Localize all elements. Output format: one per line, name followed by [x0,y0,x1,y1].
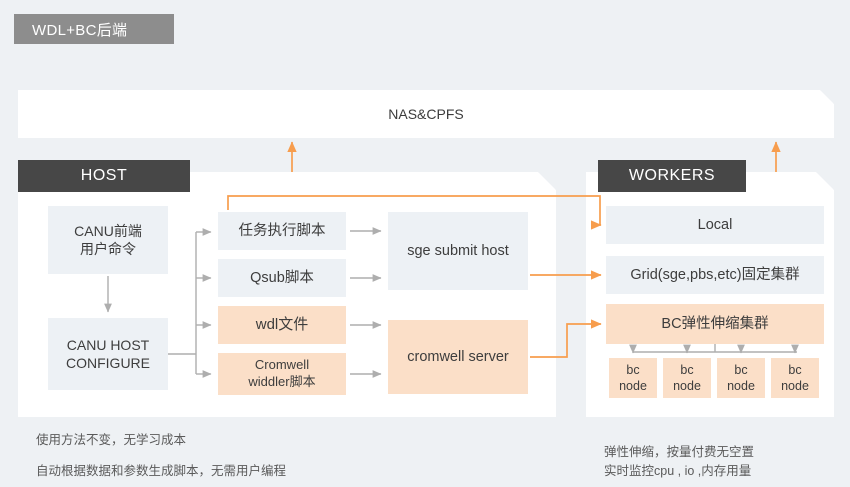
node-bc-node-line2: node [727,379,755,393]
title-banner: WDL+BC后端 [14,14,174,44]
node-cromwell-widdler-script-line2: widdler脚本 [248,374,316,389]
caption-right-line1: 弹性伸缩，按量付费无空置 [604,445,755,459]
node-bc-node[interactable]: bc node [663,358,711,398]
node-bc-node-line1: bc [734,362,748,377]
node-wdl-file[interactable]: wdl文件 [218,306,346,344]
node-canu-host-configure[interactable]: CANU HOST CONFIGURE [48,318,168,390]
caption-left-line2: 自动根据数据和参数生成脚本，无需用户编程 [36,464,287,478]
workers-panel-tag-label: WORKERS [628,167,716,184]
node-bc-node-line1: bc [788,362,802,377]
node-sge-submit-host-label: sge submit host [407,242,509,259]
node-canu-frontend-line2: 用户命令 [79,241,136,257]
node-grid-fixed-cluster[interactable]: Grid(sge,pbs,etc)固定集群 [606,256,824,294]
node-cromwell-widdler-script[interactable]: Cromwell widdler脚本 [218,353,346,395]
node-sge-submit-host[interactable]: sge submit host [388,212,528,290]
title-banner-label: WDL+BC后端 [32,21,128,39]
storage-bar: NAS&CPFS [18,90,834,138]
node-task-execution-script[interactable]: 任务执行脚本 [218,212,346,250]
node-bc-node[interactable]: bc node [717,358,765,398]
caption-right-line2: 实时监控cpu , io ,内存用量 [604,464,752,478]
node-bc-node[interactable]: bc node [609,358,657,398]
node-qsub-script[interactable]: Qsub脚本 [218,259,346,297]
node-canu-frontend-line1: CANU前端 [74,222,142,239]
host-panel-tag-label: HOST [80,167,128,184]
node-bc-elastic-cluster-label: BC弹性伸缩集群 [661,315,769,332]
node-canu-frontend[interactable]: CANU前端 用户命令 [48,206,168,274]
node-cromwell-server[interactable]: cromwell server [388,320,528,394]
workers-panel-tag: WORKERS [598,160,746,192]
node-cromwell-server-label: cromwell server [407,348,509,365]
storage-bar-label: NAS&CPFS [388,106,464,122]
node-local-label: Local [697,216,733,233]
node-bc-node-line1: bc [626,362,640,377]
node-wdl-file-label: wdl文件 [255,316,309,334]
caption-left-line1: 使用方法不变，无学习成本 [36,433,187,447]
node-bc-node[interactable]: bc node [771,358,819,398]
node-task-execution-script-label: 任务执行脚本 [238,222,326,239]
node-bc-elastic-cluster[interactable]: BC弹性伸缩集群 [606,304,824,344]
node-canu-host-configure-line1: CANU HOST [66,336,150,353]
node-cromwell-widdler-script-line1: Cromwell [254,357,310,373]
node-bc-node-line2: node [619,379,647,393]
node-canu-host-configure-line2: CONFIGURE [66,355,150,371]
node-local[interactable]: Local [606,206,824,244]
host-panel-tag: HOST [18,160,190,192]
node-bc-node-line2: node [673,379,701,393]
node-qsub-script-label: Qsub脚本 [250,269,314,286]
node-grid-fixed-cluster-label: Grid(sge,pbs,etc)固定集群 [630,266,800,283]
node-bc-node-line1: bc [680,362,694,377]
node-bc-node-line2: node [781,379,809,393]
